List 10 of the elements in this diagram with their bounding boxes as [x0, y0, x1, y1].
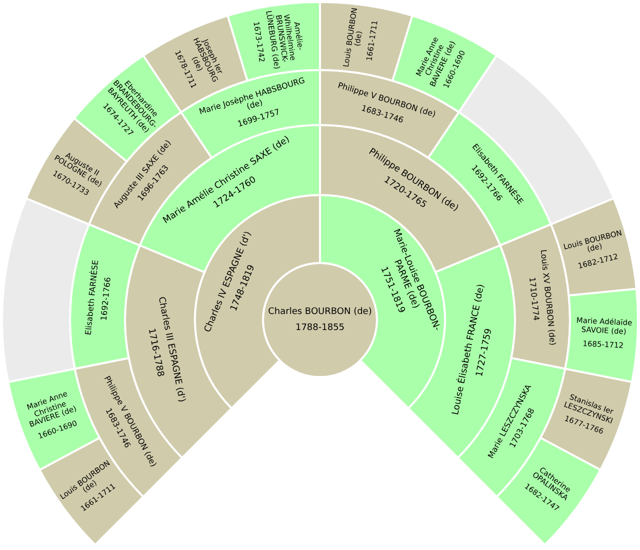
life-years: 1788-1855	[295, 322, 345, 333]
life-years: 1692-1766	[98, 276, 112, 322]
life-years: 1710-1774	[528, 276, 542, 322]
ancestor-segment	[319, 1, 414, 82]
person-name: Elisabeth FARNÈSE	[83, 260, 100, 336]
ancestor-segment	[564, 288, 639, 384]
root-person-circle	[262, 262, 378, 378]
person-name: Charles BOURBON (de)	[268, 307, 372, 318]
person-name: Louis XV BOURBON (de)	[539, 249, 558, 346]
ancestor-segment	[69, 223, 141, 370]
